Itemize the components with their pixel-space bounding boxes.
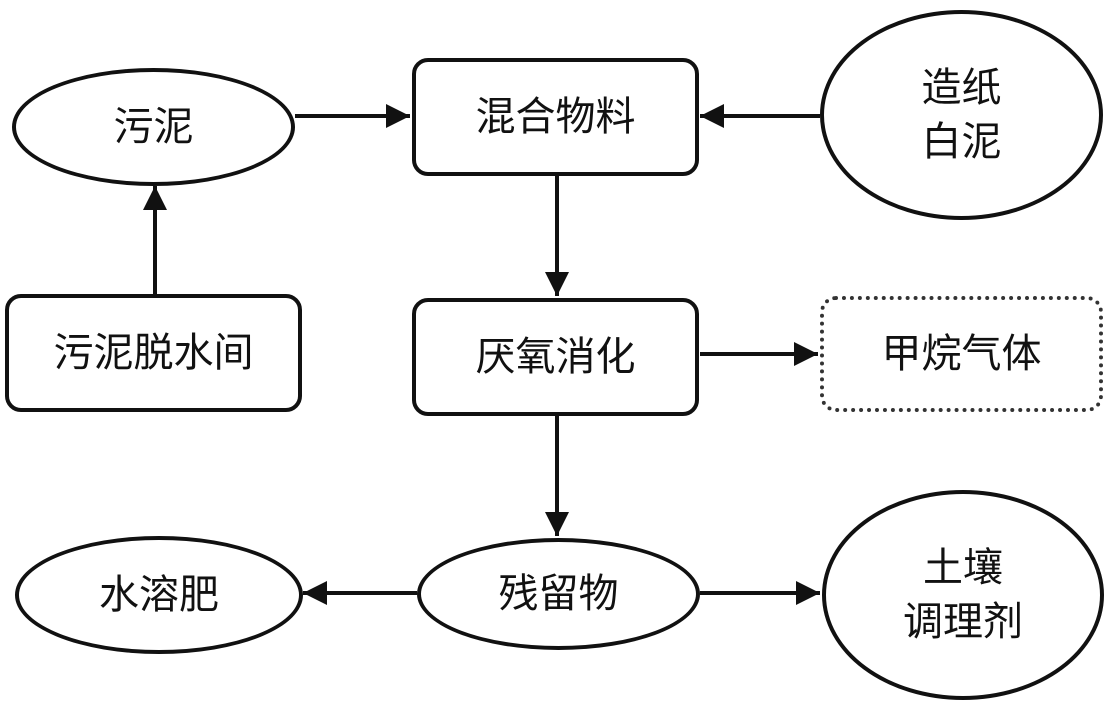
node-sludge-dewatering-room: 污泥脱水间 <box>5 294 302 412</box>
node-water-soluble-fertilizer-label: 水溶肥 <box>99 568 219 622</box>
node-anaerobic-digestion: 厌氧消化 <box>412 298 699 416</box>
node-soil-conditioner: 土壤 调理剂 <box>822 490 1104 700</box>
node-residue: 残留物 <box>417 538 700 650</box>
node-methane-gas: 甲烷气体 <box>820 296 1103 412</box>
node-sludge: 污泥 <box>12 68 295 186</box>
node-soil-conditioner-label: 土壤 调理剂 <box>903 541 1023 649</box>
node-sludge-label: 污泥 <box>114 100 194 154</box>
node-anaerobic-digestion-label: 厌氧消化 <box>476 330 636 384</box>
node-water-soluble-fertilizer: 水溶肥 <box>15 536 303 654</box>
node-mixed-material-label: 混合物料 <box>476 90 636 144</box>
node-methane-gas-label: 甲烷气体 <box>882 327 1042 381</box>
node-paper-white-mud-label: 造纸 白泥 <box>922 61 1002 169</box>
node-paper-white-mud: 造纸 白泥 <box>820 10 1103 220</box>
node-residue-label: 残留物 <box>499 567 619 621</box>
node-mixed-material: 混合物料 <box>412 58 699 176</box>
node-sludge-dewatering-room-label: 污泥脱水间 <box>54 326 254 380</box>
